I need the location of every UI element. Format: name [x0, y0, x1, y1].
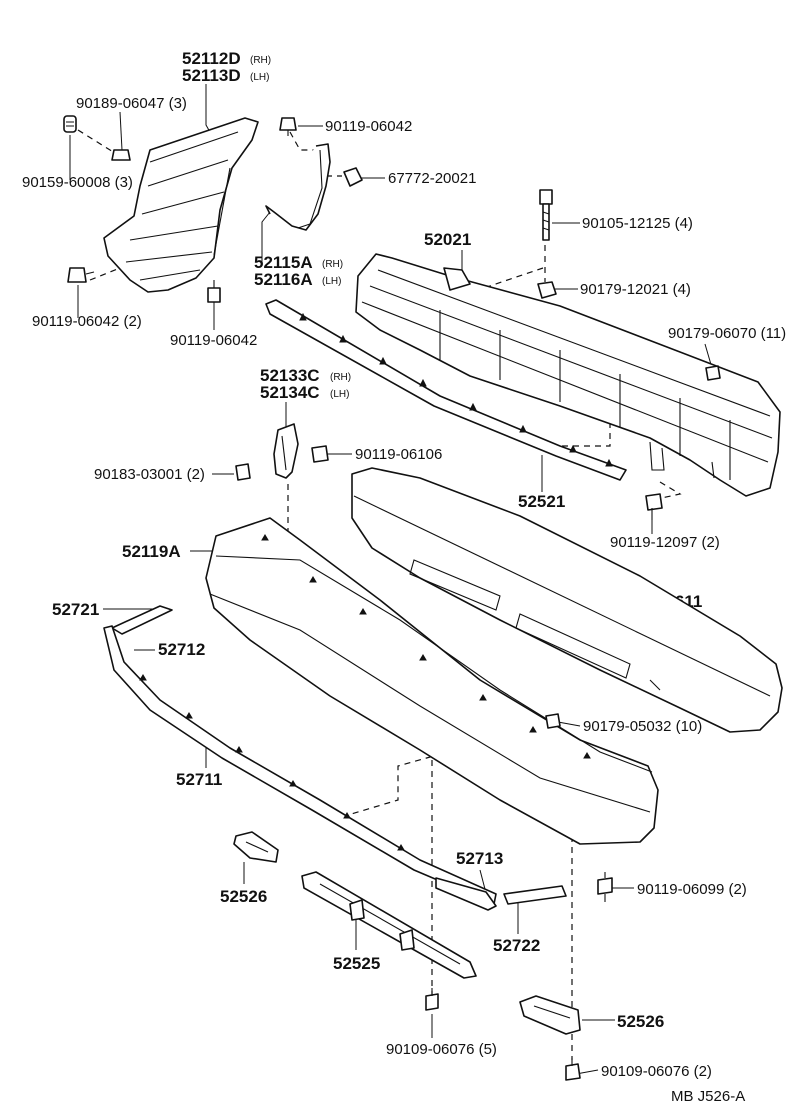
- label-52115a: 52115A: [254, 253, 313, 272]
- nut-90179-12021-icon: [537, 281, 557, 299]
- label-90119-06099: 90119-06099 (2): [637, 881, 747, 898]
- support-52525: [301, 871, 477, 979]
- footer-code: MB J526-A: [671, 1088, 745, 1105]
- label-52021: 52021: [424, 230, 471, 249]
- fasteners-liner: [63, 115, 363, 303]
- bumper-cover-52119a: [205, 517, 659, 845]
- label-52133c-side: (RH): [330, 372, 351, 383]
- label-52713: 52713: [456, 849, 503, 868]
- label-52119a: 52119A: [122, 542, 181, 561]
- label-90179-12021: 90179-12021 (4): [580, 281, 691, 298]
- clip-90189-icon: [111, 149, 131, 161]
- label-90119-06042-2: 90119-06042 (2): [32, 313, 142, 330]
- label-52521: 52521: [518, 492, 565, 511]
- moulding-52721: [111, 605, 173, 635]
- label-90179-05032: 90179-05032 (10): [583, 718, 702, 735]
- label-52133c: 52133C: [260, 366, 320, 385]
- label-52525: 52525: [333, 954, 380, 973]
- bolt-90119-06042-icon: [279, 117, 297, 136]
- label-52134c-side: (LH): [330, 389, 349, 400]
- bracket-52526-left: [233, 831, 279, 863]
- label-52113d-side: (LH): [250, 72, 269, 83]
- bolt-90105-icon: [539, 189, 553, 241]
- screw-90159-icon: [63, 115, 77, 133]
- clip-90183-icon: [235, 463, 251, 481]
- bolt-90109-06076-5-icon: [425, 988, 439, 1011]
- bolt-90119-06042-bottom-icon: [207, 280, 221, 303]
- label-90179-06070: 90179-06070 (11): [668, 325, 786, 342]
- label-52116a-side: (LH): [322, 276, 341, 287]
- label-90119-06106: 90119-06106: [355, 446, 442, 463]
- clip-67772-icon: [343, 167, 363, 187]
- label-52134c: 52134C: [260, 383, 320, 402]
- bolt-90119-06106-icon: [311, 445, 329, 463]
- label-52116a: 52116A: [254, 270, 313, 289]
- label-52526-right: 52526: [617, 1012, 664, 1031]
- label-90109-06076-2: 90109-06076 (2): [601, 1063, 712, 1080]
- label-90183-03001: 90183-03001 (2): [94, 466, 205, 483]
- label-90189-06047: 90189-06047 (3): [76, 95, 187, 112]
- bolt-90109-06076-2-icon: [565, 1058, 581, 1081]
- part-labels: 52112D (RH) 52113D (LH) 90189-06047 (3) …: [22, 49, 786, 1105]
- label-90105-12125: 90105-12125 (4): [582, 215, 693, 232]
- label-52113d: 52113D: [182, 66, 241, 85]
- label-52711: 52711: [176, 770, 222, 789]
- nut-90179-05032-icon: [545, 713, 561, 729]
- label-90119-06042-top: 90119-06042: [325, 118, 412, 135]
- label-52526-left: 52526: [220, 887, 267, 906]
- label-67772-20021: 67772-20021: [388, 170, 476, 187]
- bolt-90119-06042-lh-icon: [67, 267, 95, 283]
- label-90119-12097: 90119-12097 (2): [610, 534, 720, 551]
- nut-90179-06070-icon: [705, 365, 721, 381]
- label-52722: 52722: [493, 936, 540, 955]
- label-90109-06076-5: 90109-06076 (5): [386, 1041, 497, 1058]
- label-52115a-side: (RH): [322, 259, 343, 270]
- label-52112d-side: (RH): [250, 55, 271, 66]
- bolt-90119-06099-icon: [597, 872, 613, 902]
- moulding-52713: [435, 877, 497, 911]
- energy-absorber-52611: [351, 467, 783, 733]
- label-90119-06042-bottom: 90119-06042: [170, 332, 257, 349]
- label-90159-60008: 90159-60008 (3): [22, 174, 133, 191]
- moulding-52711: [103, 625, 497, 905]
- bracket-52133c: [273, 423, 299, 479]
- label-52712: 52712: [158, 640, 205, 659]
- bolt-90119-12097-icon: [645, 493, 663, 520]
- fender-liner-52112d: [103, 117, 259, 293]
- bracket-52115a: [265, 143, 331, 231]
- moulding-52722: [503, 885, 567, 905]
- bumper-reinforcement-52021: [355, 253, 781, 497]
- label-52112d: 52112D: [182, 49, 241, 68]
- bracket-52526-right: [519, 995, 581, 1035]
- retainer-52521: [265, 299, 627, 481]
- label-52721: 52721: [52, 600, 99, 619]
